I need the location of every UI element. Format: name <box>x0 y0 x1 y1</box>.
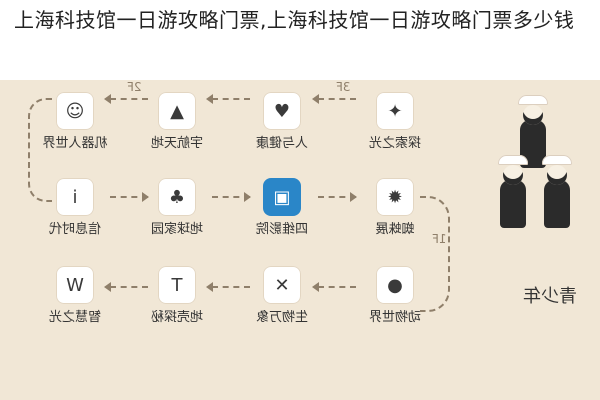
node-crust-explore[interactable]: T 地壳探秘 <box>142 266 212 326</box>
person-figure <box>500 180 526 228</box>
arrow-left <box>104 94 148 104</box>
arrow-left <box>206 94 250 104</box>
node-light-explore[interactable]: ✦ 探索之光 <box>360 92 430 152</box>
heart-icon: ♥ <box>263 92 301 130</box>
node-info-age[interactable]: i 信息时代 <box>40 178 110 238</box>
node-earth-home[interactable]: ♣ 地球家园 <box>142 178 212 238</box>
node-spider-exhibit[interactable]: ✹ 蜘蛛展 <box>360 178 430 238</box>
hammer-icon: T <box>158 266 196 304</box>
tree-icon: ♣ <box>158 178 196 216</box>
hat-icon <box>518 95 548 105</box>
light-icon: ✦ <box>376 92 414 130</box>
node-robot-world[interactable]: ☺ 机器人世界 <box>40 92 110 152</box>
step-marker: 3F <box>336 80 351 94</box>
node-label: 信息时代 <box>49 222 102 237</box>
node-label: 生物万象 <box>256 310 309 325</box>
hat-icon <box>542 155 572 165</box>
animal-icon: ✕ <box>263 266 301 304</box>
info-icon: i <box>56 178 94 216</box>
arrow-left <box>104 282 148 292</box>
hat-icon <box>498 155 528 165</box>
node-label: 四维影院 <box>256 222 309 237</box>
person-figure <box>544 180 570 228</box>
route-board: ☺ 机器人世界 ▲ 宇航天地 ♥ 人与健康 ✦ 探索之光 2F 3F i 信息时… <box>0 80 600 400</box>
youth-illustration <box>490 85 600 400</box>
node-label: 宇航天地 <box>151 136 204 151</box>
step-marker: 2F <box>127 80 142 94</box>
page-title: 上海科技馆一日游攻略门票,上海科技馆一日游攻略门票多少钱 <box>14 8 575 32</box>
arrow-left <box>312 94 356 104</box>
node-wisdom-light[interactable]: W 智慧之光 <box>40 266 110 326</box>
arrow-right <box>110 192 149 202</box>
audience-label: 青少年 <box>523 286 577 307</box>
spider-icon: ✹ <box>376 178 414 216</box>
arrow-right <box>212 192 251 202</box>
node-label: 人与健康 <box>256 136 309 151</box>
node-label: 地壳探秘 <box>151 310 204 325</box>
node-4d-cinema[interactable]: ▣ 四维影院 <box>247 178 317 238</box>
step-marker: 1F <box>432 232 447 246</box>
node-animal-world[interactable]: ● 动物世界 <box>360 266 430 326</box>
curve-connector <box>28 98 52 202</box>
robot-icon: ☺ <box>56 92 94 130</box>
bulb-icon: W <box>56 266 94 304</box>
rocket-icon: ▲ <box>158 92 196 130</box>
bear-icon: ● <box>376 266 414 304</box>
arrow-left <box>312 282 356 292</box>
person-head <box>523 105 543 125</box>
arrow-left <box>206 282 250 292</box>
node-life-forms[interactable]: ✕ 生物万象 <box>247 266 317 326</box>
node-label: 地球家园 <box>151 222 204 237</box>
node-space-world[interactable]: ▲ 宇航天地 <box>142 92 212 152</box>
cinema-icon: ▣ <box>263 178 301 216</box>
node-label: 动物世界 <box>369 310 422 325</box>
arrow-right <box>318 192 357 202</box>
node-label: 探索之光 <box>369 136 422 151</box>
person-head <box>547 165 567 185</box>
node-human-health[interactable]: ♥ 人与健康 <box>247 92 317 152</box>
node-label: 智慧之光 <box>49 310 102 325</box>
person-head <box>503 165 523 185</box>
